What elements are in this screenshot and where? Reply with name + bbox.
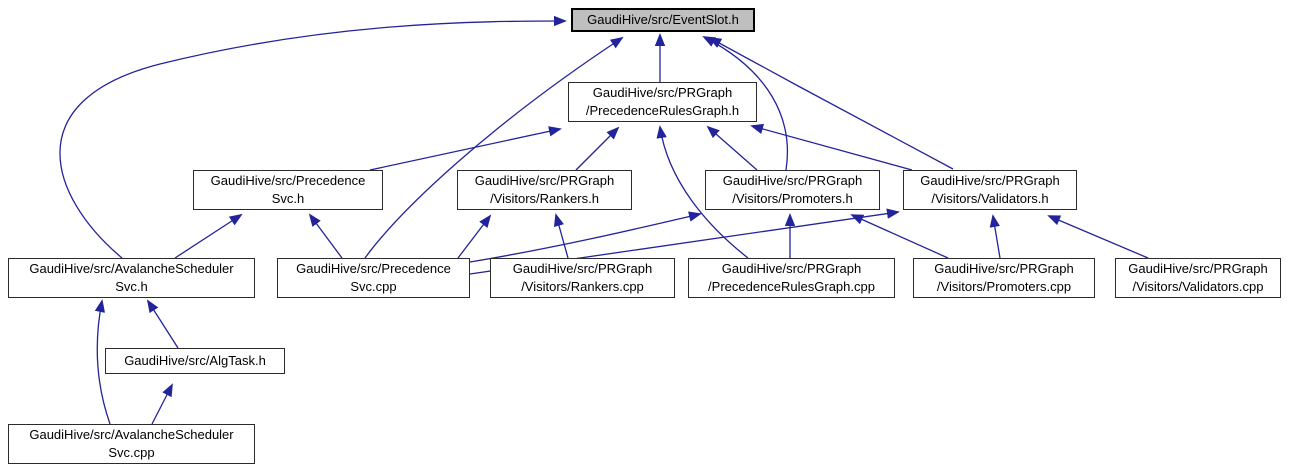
edge-prgraph_cpp-prgraph_h: [656, 125, 749, 259]
edge-precsvc_cpp-promoters_h: [469, 211, 702, 263]
edge-avsched_cpp-algtask_h: [151, 383, 173, 425]
edge-promoters_h-eventslot_h: [702, 36, 788, 171]
node-precedencesvc-h[interactable]: GaudiHive/src/Precedence Svc.h: [193, 170, 383, 210]
node-promoters-h[interactable]: GaudiHive/src/PRGraph /Visitors/Promoter…: [705, 170, 880, 210]
edge-avsched_cpp-avsched_h: [94, 299, 111, 425]
edge-precsvc_cpp-rankers_h: [457, 214, 492, 259]
edge-rankers_cpp-rankers_h: [553, 213, 569, 259]
node-precedencerulesgraph-cpp[interactable]: GaudiHive/src/PRGraph /PrecedenceRulesGr…: [688, 258, 895, 298]
node-avalancheschedulersvc-cpp[interactable]: GaudiHive/src/AvalancheScheduler Svc.cpp: [8, 424, 255, 464]
edge-rankers_h-prgraph_h: [575, 126, 620, 171]
node-precedencesvc-cpp[interactable]: GaudiHive/src/Precedence Svc.cpp: [277, 258, 470, 298]
edge-precsvc_cpp-eventslot_h: [364, 36, 624, 259]
node-validators-cpp[interactable]: GaudiHive/src/PRGraph /Visitors/Validato…: [1115, 258, 1281, 298]
edge-algtask_h-avsched_h: [146, 299, 179, 349]
edge-avsched_h-precsvc_h: [174, 213, 243, 259]
node-promoters-cpp[interactable]: GaudiHive/src/PRGraph /Visitors/Promoter…: [913, 258, 1095, 298]
node-rankers-cpp[interactable]: GaudiHive/src/PRGraph /Visitors/Rankers.…: [490, 258, 675, 298]
edge-avsched_h-eventslot_h: [59, 15, 567, 259]
edge-promoters_cpp-validators_h: [989, 214, 1001, 259]
node-eventslot-h[interactable]: GaudiHive/src/EventSlot.h: [571, 8, 755, 32]
edge-precsvc_h-prgraph_h: [369, 126, 562, 171]
edge-validators_cpp-validators_h: [1047, 215, 1149, 259]
edge-validators_h-prgraph_h: [750, 123, 913, 171]
edge-promoters_h-prgraph_h: [706, 125, 758, 171]
node-avalancheschedulersvc-h[interactable]: GaudiHive/src/AvalancheScheduler Svc.h: [8, 258, 255, 298]
node-validators-h[interactable]: GaudiHive/src/PRGraph /Visitors/Validato…: [903, 170, 1077, 210]
node-rankers-h[interactable]: GaudiHive/src/PRGraph /Visitors/Rankers.…: [457, 170, 632, 210]
edge-validators_h-eventslot_h: [708, 37, 954, 170]
node-precedencerulesgraph-h[interactable]: GaudiHive/src/PRGraph /PrecedenceRulesGr…: [568, 82, 757, 122]
node-algtask-h[interactable]: GaudiHive/src/AlgTask.h: [105, 348, 285, 374]
edge-promoters_cpp-promoters_h: [850, 214, 949, 259]
edge-precsvc_cpp-precsvc_h: [308, 213, 343, 259]
